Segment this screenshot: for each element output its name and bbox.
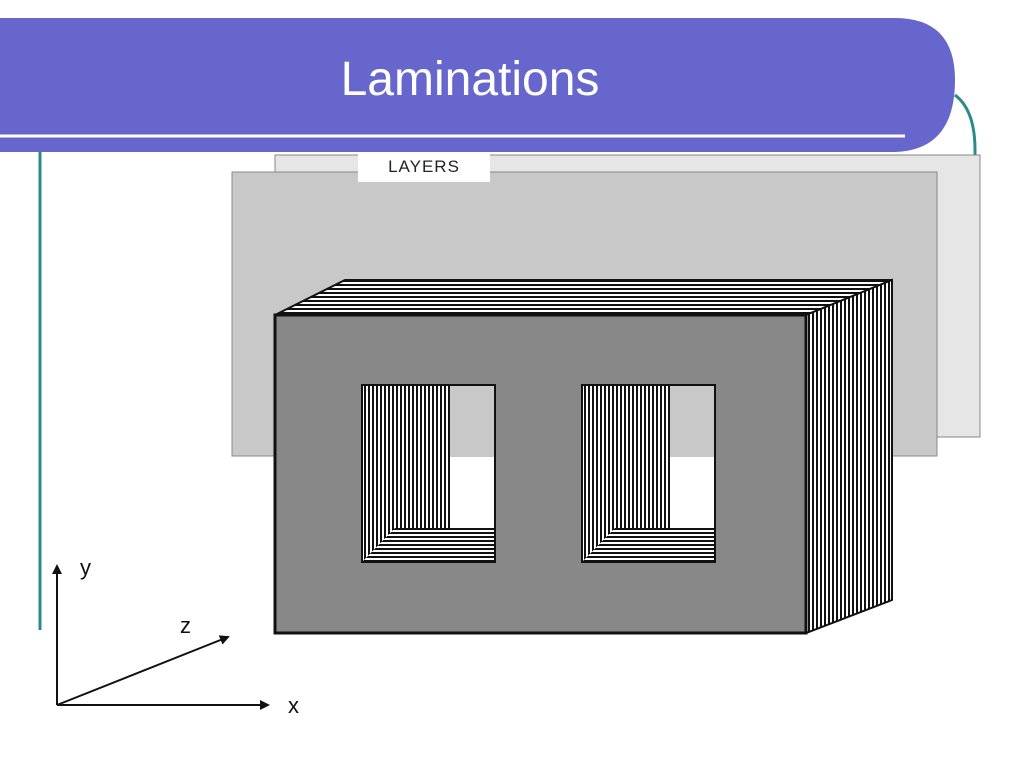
- right-window: [581, 384, 716, 563]
- left-window: [361, 384, 496, 563]
- title-bar-background: [0, 18, 955, 152]
- core-front-face: [273, 313, 808, 635]
- left-window-upper-lamination: [362, 385, 450, 457]
- left-window-bottom-lamination: [362, 528, 495, 562]
- right-window-bottom-lamination: [582, 528, 715, 562]
- y-axis-label: y: [80, 555, 91, 580]
- x-axis-label: x: [288, 693, 299, 718]
- core-side-face: [805, 278, 893, 635]
- z-axis-arrow: [56, 635, 230, 706]
- laminated-core: [273, 278, 893, 635]
- coordinate-axes: [52, 564, 270, 710]
- layers-label: LAYERS: [388, 157, 460, 176]
- right-window-outline: [581, 384, 716, 563]
- core-top-face: [274, 279, 893, 316]
- slide-title: Laminations: [340, 53, 600, 106]
- right-accent-line: [954, 93, 977, 430]
- layers-label-background: [358, 152, 490, 182]
- right-window-upper-lamination: [582, 385, 670, 457]
- title-bar: [0, 18, 955, 152]
- z-axis-label: z: [180, 613, 191, 638]
- left-window-outline: [361, 384, 496, 563]
